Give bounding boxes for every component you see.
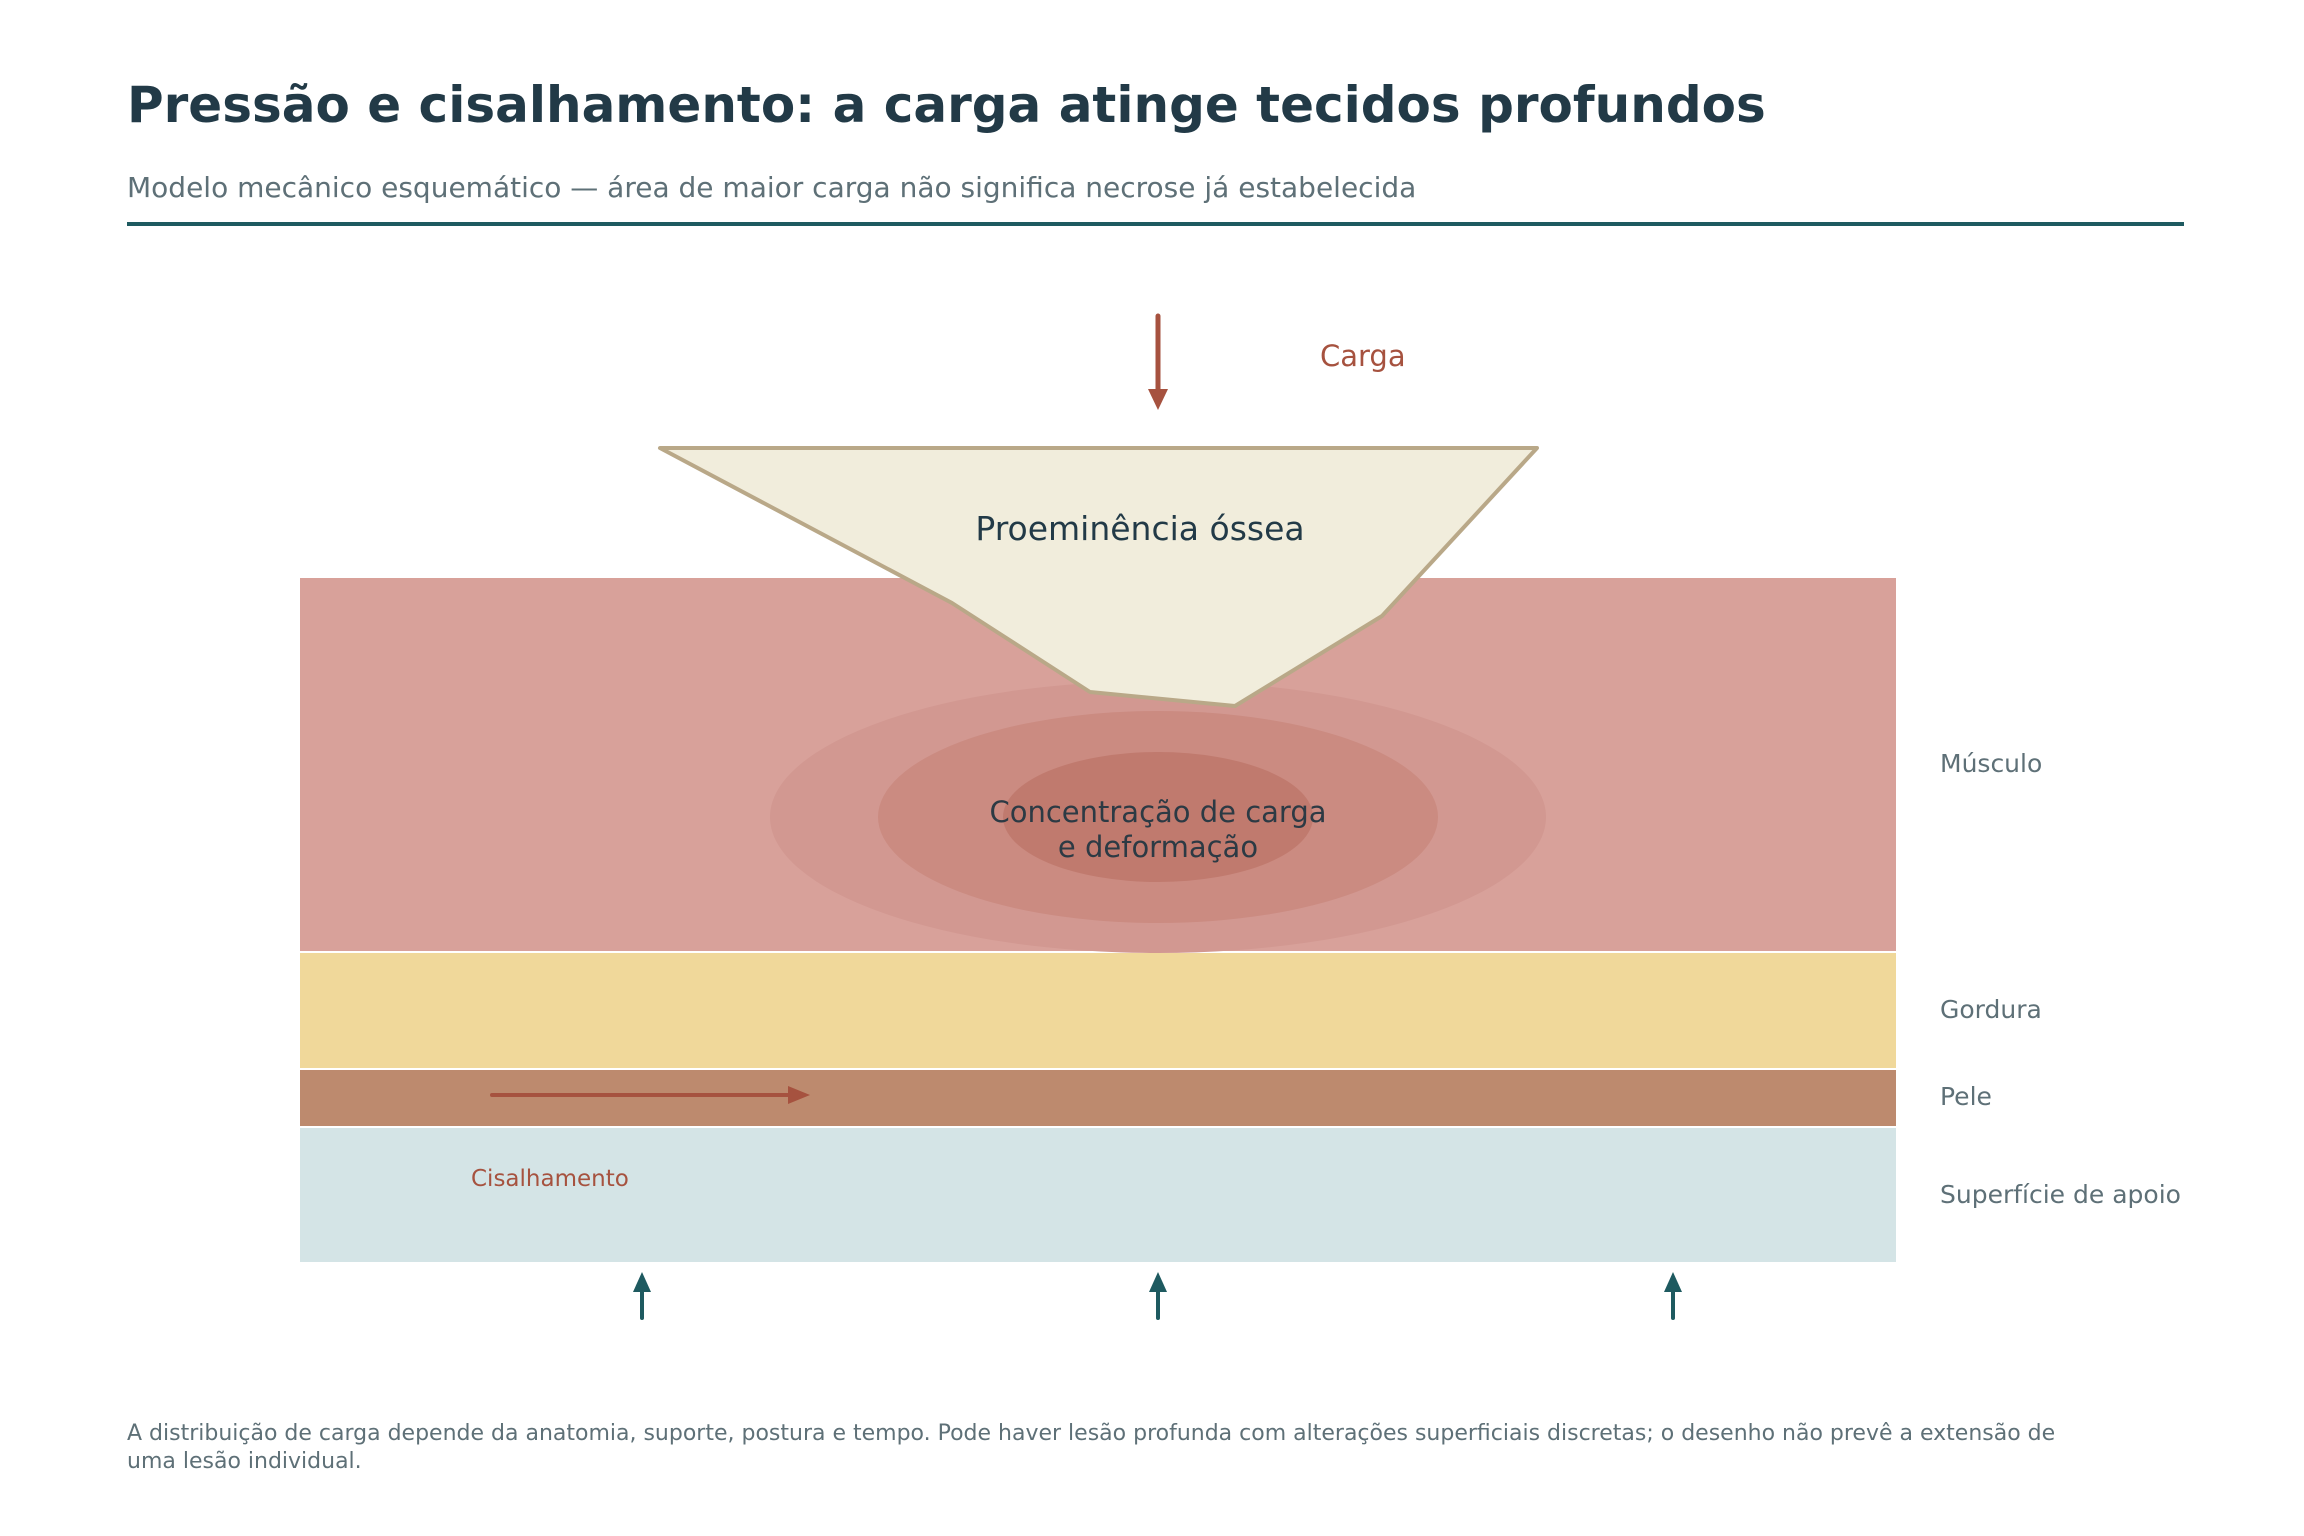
header-divider xyxy=(127,222,2184,226)
deformation-label-line1: Concentração de carga xyxy=(989,795,1326,829)
deformation-zone-core xyxy=(1003,752,1313,882)
footnote: A distribuição de carga depende da anato… xyxy=(127,1421,2056,1474)
arrow-up-icon xyxy=(1664,1272,1682,1320)
support-surface xyxy=(300,1128,1896,1262)
bone-prominence xyxy=(658,446,1539,708)
load-label: Carga xyxy=(1320,339,1406,373)
deformation-zone xyxy=(770,681,1546,953)
arrow-up-icon xyxy=(633,1272,651,1320)
arrow-up-icon xyxy=(1149,1272,1167,1320)
layer-label-muscle: Músculo xyxy=(1940,749,2042,778)
deformation-label-line2: e deformação xyxy=(1058,830,1258,864)
arrow-down-icon xyxy=(1148,313,1168,410)
fat-layer xyxy=(300,953,1896,1068)
shear-label: Cisalhamento xyxy=(471,1166,629,1192)
page-subtitle: Modelo mecânico esquemático — área de ma… xyxy=(127,171,1417,204)
arrow-right-icon xyxy=(490,1086,810,1104)
page-title: Pressão e cisalhamento: a carga atinge t… xyxy=(127,76,1766,134)
layer-label-fat: Gordura xyxy=(1940,995,2042,1024)
skin-layer xyxy=(300,1070,1896,1126)
bone-label: Proeminência óssea xyxy=(975,509,1304,548)
layer-label-skin: Pele xyxy=(1940,1082,1992,1111)
layer-label-support: Superfície de apoio xyxy=(1940,1180,2181,1209)
